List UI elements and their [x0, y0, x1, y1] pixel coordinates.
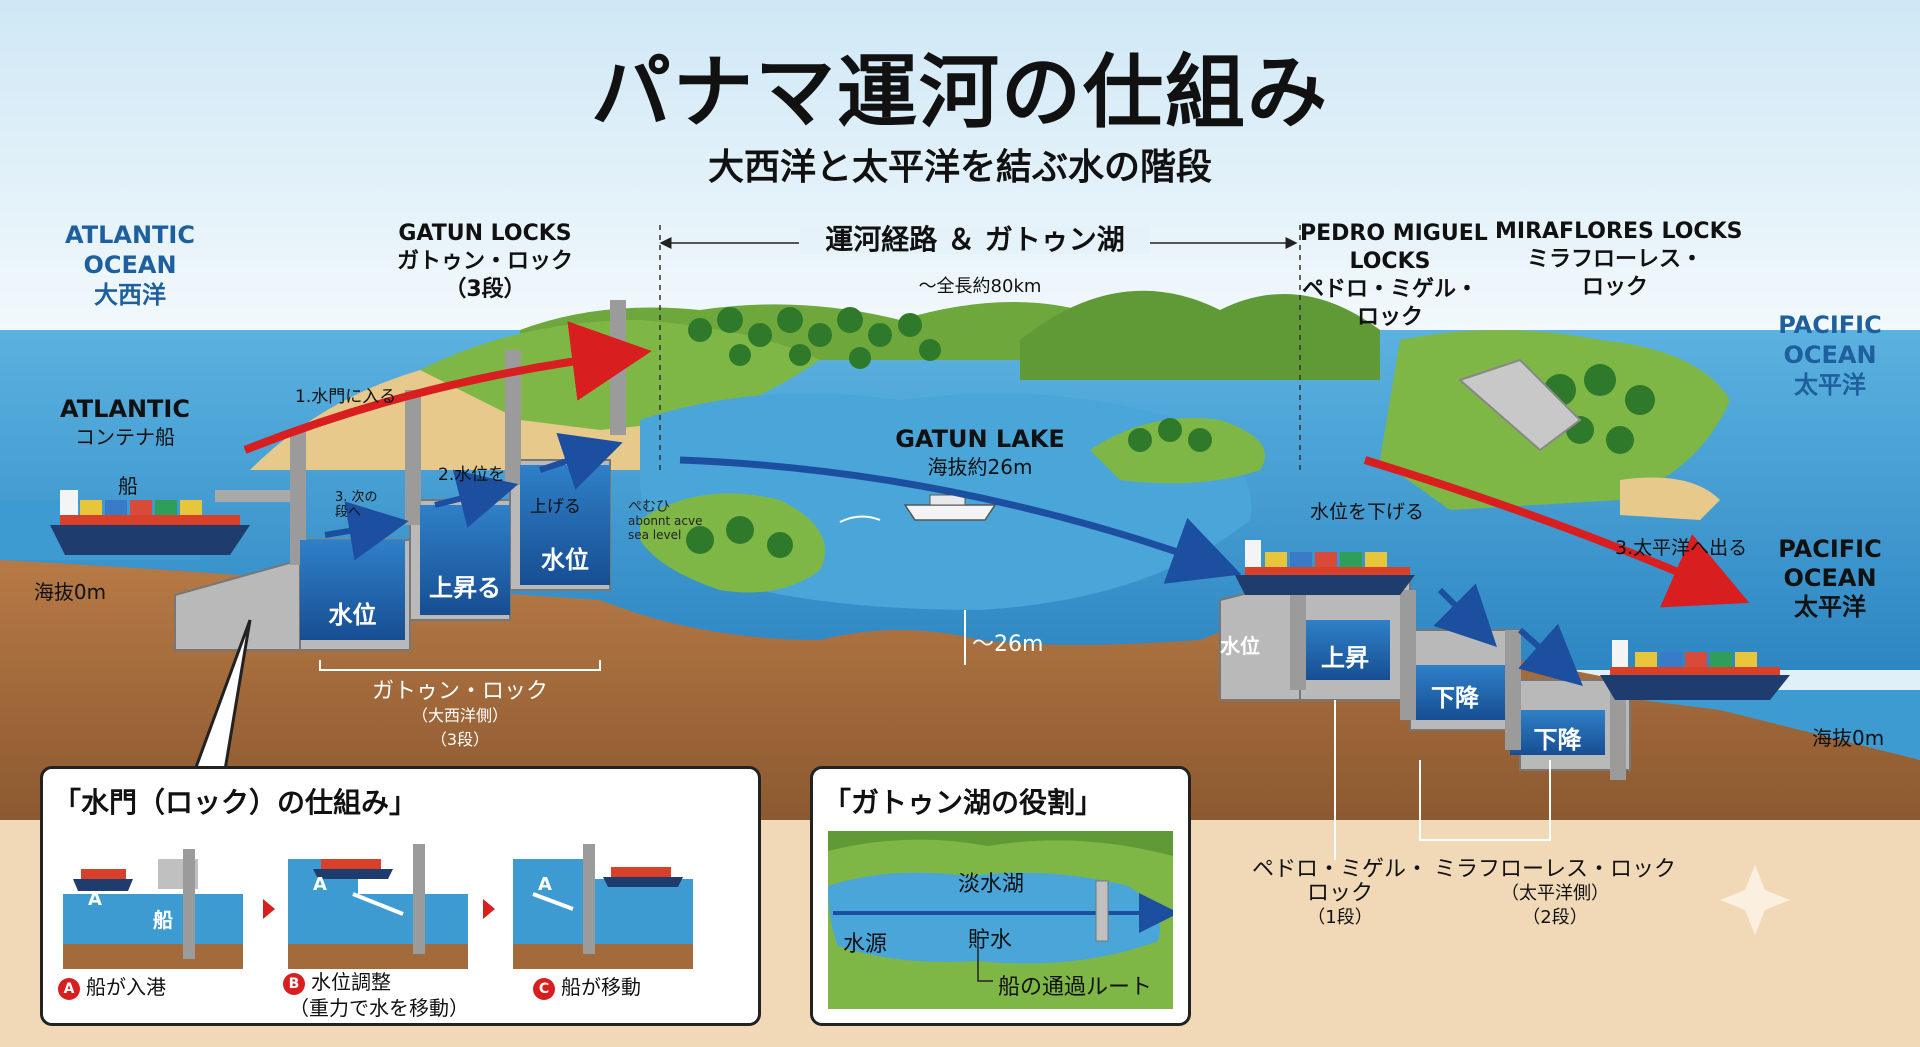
sparkle-icon [1720, 865, 1790, 935]
lake-role-box: 「ガトゥン湖の役割」 淡水湖 水源 貯水 船の通過ルート [810, 766, 1191, 1026]
page-title: パナマ運河の仕組み [591, 46, 1329, 139]
lock-steps-illustration [63, 844, 693, 969]
source-label: 水源 [843, 932, 888, 957]
step2-label: 2.水位を [438, 465, 506, 485]
lake-role-illustration [828, 831, 1173, 1009]
storage-label: 貯水 [968, 928, 1013, 953]
lock-b-letter: A [313, 874, 327, 895]
exit-pacific-label: 3.太平洋へ出る [1615, 537, 1748, 559]
miraflores-bracket [1419, 760, 1551, 841]
down-arrow-2 [1518, 623, 1583, 686]
lock-box-title: 「水門（ロック）の仕組み」 [53, 786, 418, 819]
route-label: 運河経路 ＆ ガトゥン湖 [800, 226, 1150, 254]
down-arrow-1 [1433, 583, 1497, 647]
chamber-down2-label: 下降 [1533, 726, 1582, 754]
earth-layer [0, 560, 1920, 820]
ship-label: 船 [118, 474, 138, 498]
atlantic-container-ship [50, 490, 250, 555]
forest [686, 307, 1655, 558]
lock-arrow-3 [539, 432, 623, 490]
lock-c-letter: A [538, 874, 552, 895]
lake-box-title: 「ガトゥン湖の役割」 [823, 786, 1104, 819]
chamber3-label: 水位 [541, 546, 589, 574]
depth-label: ～26m [972, 632, 1044, 657]
step3-label: 3. 次の段へ [335, 490, 378, 520]
raise-label: 上げる [530, 497, 581, 517]
chamber2-label: 上昇る [429, 574, 501, 602]
gatun-bracket [319, 660, 601, 671]
gatun-bottom-label: ガトゥン・ロック（大西洋側）（3段） [371, 679, 548, 750]
step1-label: 1.水門に入る [295, 387, 397, 407]
chamber-down1-label: 下降 [1431, 684, 1479, 712]
page-subtitle: 大西洋と太平洋を結ぶ水の階段 [707, 147, 1212, 188]
lock-arrow-2 [434, 469, 519, 528]
badge-b: B [283, 972, 305, 995]
freshwater-label: 淡水湖 [958, 872, 1025, 897]
chamber1-label: 水位 [328, 601, 377, 629]
lock-a-letter: A [88, 889, 102, 910]
lower-water-label: 水位を下げる [1310, 501, 1425, 523]
sea-level-left-label: 海抜0m [33, 580, 107, 604]
enter-arrow [243, 321, 652, 454]
spillway-dam [1458, 358, 1582, 452]
lake-arrow [679, 456, 1242, 584]
sky [0, 0, 1920, 340]
pedro-miguel-ship [1235, 540, 1415, 595]
route-length-label: ～全長約80km [918, 276, 1042, 297]
water-level-right-label: 水位 [1220, 634, 1260, 658]
lock-arrow-1 [324, 501, 409, 561]
miraflores-bottom-label: ミラフローレス・ロック（太平洋側）（2段） [1433, 857, 1676, 929]
exit-arrow [1363, 456, 1750, 608]
badge-c: C [533, 977, 555, 1000]
panel-a-ship-label: 船 [153, 908, 173, 932]
pacific-water [1560, 690, 1920, 760]
peninsula [640, 493, 825, 593]
mountain [1020, 290, 1380, 380]
gatun-locks-structure [174, 300, 626, 651]
sea-level-right-label: 海抜0m [1812, 726, 1885, 750]
route-label-lake: 船の通過ルート [998, 975, 1153, 1000]
pacific-container-ship [1600, 640, 1790, 700]
lake-boat [839, 494, 997, 523]
chamber-up-label: 上昇 [1321, 644, 1369, 672]
pedro-bottom-label: ペドロ・ミゲル・ロック（1段） [1251, 857, 1428, 929]
badge-a: A [58, 977, 80, 1000]
right-beach [1620, 477, 1720, 520]
